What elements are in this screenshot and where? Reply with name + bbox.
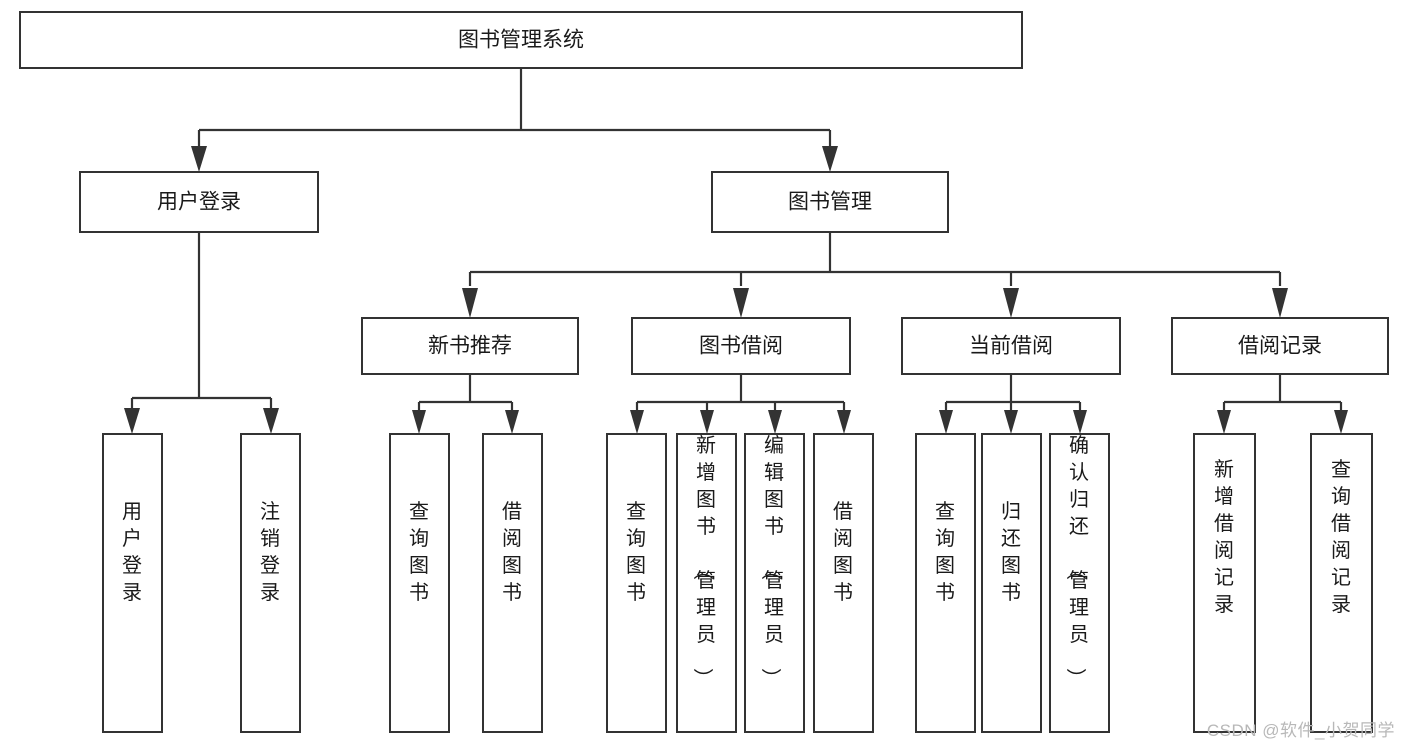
arrow-head-book-mgmt [822, 146, 838, 172]
node-user-login-label: 用户登录 [157, 191, 241, 214]
leaf-bb-query-book[interactable]: 查询图书 [606, 433, 667, 733]
leaf-cb-return-book[interactable]: 归还图书 [981, 433, 1042, 733]
node-current-borrow-label: 当前借阅 [969, 335, 1053, 358]
arrow-head-bb-leaf-3 [768, 410, 782, 434]
arrow-head-cb-leaf-1 [939, 410, 953, 434]
arrow-head-bb-leaf-2 [700, 410, 714, 434]
leaf-bb-add-book[interactable]: 新增图书（管理员） [676, 433, 737, 733]
node-book-borrow-label: 图书借阅 [699, 335, 783, 358]
leaf-bb-borrow-book-label: 借阅图书 [833, 500, 853, 604]
leaf-br-add-record-label: 新增借阅记录 [1214, 458, 1234, 616]
leaf-user-login-label: 用户登录 [122, 501, 142, 604]
arrow-head-cb-leaf-2 [1004, 410, 1018, 434]
leaf-nb-query-book[interactable]: 查询图书 [389, 433, 450, 733]
leaf-br-query-record-label: 查询借阅记录 [1331, 458, 1351, 616]
leaf-bb-query-book-label: 查询图书 [626, 500, 646, 604]
node-book-management[interactable]: 图书管理 [711, 171, 949, 233]
arrow-head-leaf-logout [263, 408, 279, 434]
arrow-head-bb-leaf-4 [837, 410, 851, 434]
node-book-management-label: 图书管理 [788, 191, 872, 214]
leaf-br-query-record[interactable]: 查询借阅记录 [1310, 433, 1373, 733]
node-new-book-recommend[interactable]: 新书推荐 [361, 317, 579, 375]
node-new-book-recommend-label: 新书推荐 [428, 335, 512, 358]
leaf-cb-confirm-return-label: 确认归还（管理员） [1064, 434, 1089, 688]
leaf-nb-borrow-book-label: 借阅图书 [502, 500, 522, 604]
node-borrow-record-label: 借阅记录 [1238, 335, 1322, 358]
leaf-cb-query-book[interactable]: 查询图书 [915, 433, 976, 733]
leaf-bb-edit-book[interactable]: 编辑图书（管理员） [744, 433, 805, 733]
leaf-bb-edit-book-label: 编辑图书（管理员） [759, 434, 784, 688]
arrow-head-book-borrow [733, 288, 749, 318]
leaf-logout[interactable]: 注销登录 [240, 433, 301, 733]
arrow-head-borrow-record [1272, 288, 1288, 318]
leaf-cb-return-book-label: 归还图书 [1001, 500, 1021, 604]
node-borrow-record[interactable]: 借阅记录 [1171, 317, 1389, 375]
leaf-logout-label: 注销登录 [260, 500, 280, 604]
arrow-head-nb-leaf-2 [505, 410, 519, 434]
arrow-head-cb-leaf-3 [1073, 410, 1087, 434]
leaf-user-login[interactable]: 用户登录 [102, 433, 163, 733]
node-current-borrow[interactable]: 当前借阅 [901, 317, 1121, 375]
leaf-bb-add-book-label: 新增图书（管理员） [691, 434, 716, 688]
arrow-head-bb-leaf-1 [630, 410, 644, 434]
leaf-br-add-record[interactable]: 新增借阅记录 [1193, 433, 1256, 733]
connectors [124, 68, 1348, 434]
arrow-head-current-borrow [1003, 288, 1019, 318]
arrow-head-nb-leaf-1 [412, 410, 426, 434]
arrow-head-user-login [191, 146, 207, 172]
leaf-bb-borrow-book[interactable]: 借阅图书 [813, 433, 874, 733]
arrow-head-br-leaf-1 [1217, 410, 1231, 434]
arrow-head-new-book [462, 288, 478, 318]
leaf-cb-query-book-label: 查询图书 [935, 500, 955, 604]
node-book-borrow[interactable]: 图书借阅 [631, 317, 851, 375]
node-root-label: 图书管理系统 [458, 29, 584, 52]
node-user-login[interactable]: 用户登录 [79, 171, 319, 233]
arrow-head-leaf-user-login [124, 408, 140, 434]
leaf-cb-confirm-return[interactable]: 确认归还（管理员） [1049, 433, 1110, 733]
arrow-head-br-leaf-2 [1334, 410, 1348, 434]
leaf-nb-query-book-label: 查询图书 [409, 500, 429, 604]
leaf-nb-borrow-book[interactable]: 借阅图书 [482, 433, 543, 733]
node-root[interactable]: 图书管理系统 [19, 11, 1023, 69]
